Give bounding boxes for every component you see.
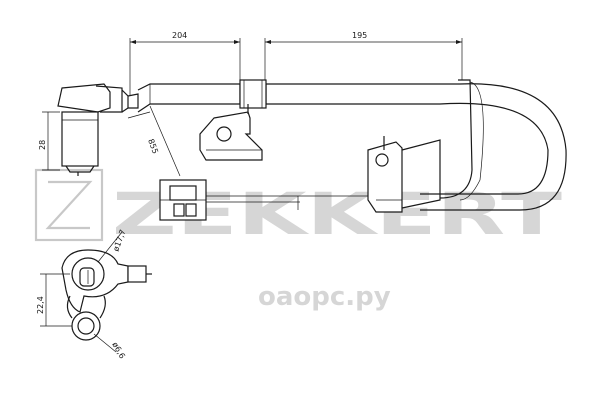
electrical-connector — [159, 179, 207, 221]
dimension-label-22-4: 22,4 — [36, 296, 45, 314]
dimension-6-6: ø6,6 — [93, 333, 127, 361]
watermark-site: оаорс.ру — [258, 282, 391, 312]
cable-grommet — [239, 79, 267, 109]
dimension-28: 28 — [38, 111, 60, 171]
dimension-label-6-6: ø6,6 — [110, 341, 127, 361]
sensor-end-view — [61, 249, 152, 341]
sensor-body — [61, 111, 99, 167]
dimension-195: 195 — [264, 31, 463, 82]
dimension-204: 204 — [129, 31, 241, 96]
dimension-label-204: 204 — [172, 31, 187, 40]
sensor-head — [57, 83, 129, 176]
cable-main — [127, 83, 460, 113]
cable-loop — [420, 79, 567, 211]
dimension-label-28: 28 — [38, 140, 47, 150]
dimension-855: 855 — [127, 105, 181, 177]
mounting-bracket-2 — [367, 136, 441, 213]
dimension-label-195: 195 — [352, 31, 367, 40]
watermark-logo — [34, 168, 104, 242]
wire-to-connector — [206, 195, 368, 210]
watermark-logo-z — [45, 180, 93, 230]
dimension-label-855: 855 — [146, 138, 160, 155]
dimension-22-4: 22,4 — [36, 273, 72, 327]
mounting-bracket-1 — [199, 104, 263, 161]
